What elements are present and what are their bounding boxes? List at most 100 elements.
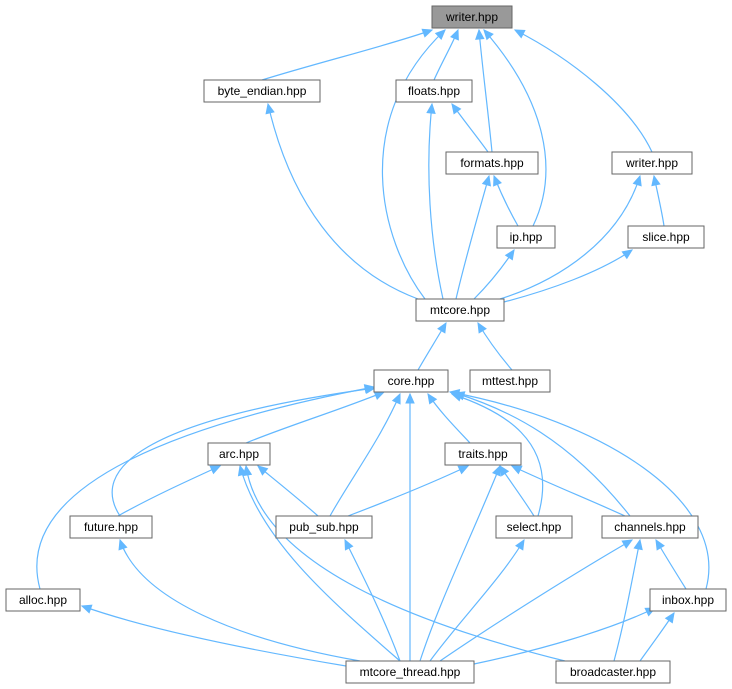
node-box[interactable] xyxy=(5,588,81,612)
edge-arrowhead-inbox-to-core xyxy=(448,389,461,399)
node-box[interactable] xyxy=(275,515,373,539)
node-label: ip.hpp xyxy=(510,230,543,244)
edge-arrowhead-mtcore_thread-to-channels xyxy=(621,539,634,549)
node-box[interactable] xyxy=(627,225,705,249)
node-box[interactable] xyxy=(495,515,573,539)
edge-line-mtcore_thread-to-channels xyxy=(439,539,633,662)
node-pub-sub[interactable]: pub_sub.hpp xyxy=(275,515,373,539)
edge-pub_sub-to-core xyxy=(329,392,401,517)
edge-arrowhead-mtcore_thread-to-future xyxy=(118,538,128,551)
node-writer2[interactable]: writer.hpp xyxy=(611,151,693,175)
edge-mtcore_thread-to-future xyxy=(118,538,361,662)
node-select[interactable]: select.hpp xyxy=(495,515,573,539)
node-box[interactable] xyxy=(611,151,693,175)
node-box[interactable] xyxy=(203,79,321,103)
edge-line-formats-to-writer_root xyxy=(478,29,493,153)
node-box[interactable] xyxy=(445,151,539,175)
edge-arrowhead-mtcore-to-slice xyxy=(621,249,634,260)
edge-arrowhead-ip-to-writer_root xyxy=(483,29,494,41)
edge-arrowhead-mttest-to-mtcore xyxy=(477,321,487,334)
edge-arrowhead-broadcaster-to-inbox xyxy=(664,611,675,624)
node-ip[interactable]: ip.hpp xyxy=(496,225,556,249)
node-writer-root[interactable]: writer.hpp xyxy=(431,5,513,29)
edge-arrowhead-mtcore-to-formats xyxy=(481,174,492,187)
edge-arrowhead-traits-to-core xyxy=(427,392,438,405)
node-label: slice.hpp xyxy=(642,230,690,244)
node-label: traits.hpp xyxy=(458,447,508,461)
node-slice[interactable]: slice.hpp xyxy=(627,225,705,249)
edge-alloc-to-core xyxy=(36,384,376,590)
node-box[interactable] xyxy=(69,515,153,539)
node-core[interactable]: core.hpp xyxy=(373,369,449,393)
node-label: mttest.hpp xyxy=(482,374,538,388)
edge-mtcore_thread-to-inbox xyxy=(473,607,657,665)
edge-arrowhead-core-to-mtcore xyxy=(437,321,447,334)
node-mtcore-thread[interactable]: mtcore_thread.hpp xyxy=(345,660,475,684)
edge-arrowhead-ip-to-formats xyxy=(493,174,502,187)
node-formats[interactable]: formats.hpp xyxy=(445,151,539,175)
edge-mtcore_thread-to-arc xyxy=(237,464,401,662)
edge-line-alloc-to-core xyxy=(36,386,375,590)
edge-arrowhead-pub_sub-to-arc xyxy=(257,465,269,476)
edge-line-writer2-to-writer_root xyxy=(514,29,653,153)
node-future[interactable]: future.hpp xyxy=(69,515,153,539)
node-label: pub_sub.hpp xyxy=(289,520,359,534)
edge-line-mtcore-to-slice xyxy=(503,249,633,303)
node-label: core.hpp xyxy=(388,374,435,388)
node-box[interactable] xyxy=(444,442,522,466)
edge-line-mtcore_thread-to-alloc xyxy=(81,605,347,667)
node-box[interactable] xyxy=(345,660,475,684)
node-box[interactable] xyxy=(496,225,556,249)
edge-arrowhead-mtcore_thread-to-select xyxy=(515,538,525,551)
edge-arc-to-core xyxy=(245,391,386,444)
edge-select-to-traits xyxy=(499,464,535,517)
node-broadcaster[interactable]: broadcaster.hpp xyxy=(555,660,671,684)
edge-line-mtcore_thread-to-pub_sub xyxy=(344,539,401,662)
node-inbox[interactable]: inbox.hpp xyxy=(649,588,727,612)
node-label: writer.hpp xyxy=(445,10,498,24)
edge-inbox-to-channels xyxy=(655,538,687,590)
node-box[interactable] xyxy=(469,369,551,393)
edge-line-mtcore-to-floats xyxy=(428,103,444,300)
node-box[interactable] xyxy=(395,79,473,103)
node-traits[interactable]: traits.hpp xyxy=(444,442,522,466)
edge-arrowhead-mtcore_thread-to-core xyxy=(405,392,415,404)
edge-line-channels-to-traits xyxy=(511,465,626,517)
edge-mtcore-to-ip xyxy=(473,248,515,300)
edge-line-pub_sub-to-traits xyxy=(347,465,469,517)
edge-mtcore-to-writer2 xyxy=(499,174,642,300)
node-byte-endian[interactable]: byte_endian.hpp xyxy=(203,79,321,103)
node-label: floats.hpp xyxy=(408,84,460,98)
edge-line-mtcore_thread-to-select xyxy=(429,539,525,662)
edge-arrowhead-inbox-to-channels xyxy=(655,538,665,551)
edge-arrowhead-writer2-to-writer_root xyxy=(513,29,526,39)
edge-mtcore_thread-to-traits xyxy=(419,464,501,662)
node-mtcore[interactable]: mtcore.hpp xyxy=(415,298,505,322)
node-mttest[interactable]: mttest.hpp xyxy=(469,369,551,393)
edge-line-broadcaster-to-channels xyxy=(613,539,641,662)
edge-line-pub_sub-to-core xyxy=(329,393,401,517)
node-box[interactable] xyxy=(415,298,505,322)
node-arc[interactable]: arc.hpp xyxy=(207,442,271,466)
node-box[interactable] xyxy=(555,660,671,684)
node-box[interactable] xyxy=(601,515,699,539)
node-box[interactable] xyxy=(649,588,727,612)
edge-arrowhead-mtcore-to-byte_endian xyxy=(265,102,275,115)
node-box[interactable] xyxy=(431,5,513,29)
edge-mtcore_thread-to-core xyxy=(405,392,415,661)
node-box[interactable] xyxy=(207,442,271,466)
edge-traits-to-core xyxy=(427,392,471,444)
edge-line-arc-to-core xyxy=(245,391,385,444)
node-channels[interactable]: channels.hpp xyxy=(601,515,699,539)
edge-mttest-to-mtcore xyxy=(477,321,513,371)
node-box[interactable] xyxy=(373,369,449,393)
edge-mtcore_thread-to-alloc xyxy=(80,604,347,667)
edge-writer2-to-writer_root xyxy=(513,29,653,153)
edge-line-select-to-core xyxy=(451,393,544,517)
edge-line-broadcaster-to-arc xyxy=(245,465,566,662)
node-floats[interactable]: floats.hpp xyxy=(395,79,473,103)
node-label: byte_endian.hpp xyxy=(218,84,307,98)
edge-arrowhead-slice-to-writer2 xyxy=(651,174,661,187)
node-alloc[interactable]: alloc.hpp xyxy=(5,588,81,612)
edge-arrowhead-pub_sub-to-traits xyxy=(457,465,470,475)
